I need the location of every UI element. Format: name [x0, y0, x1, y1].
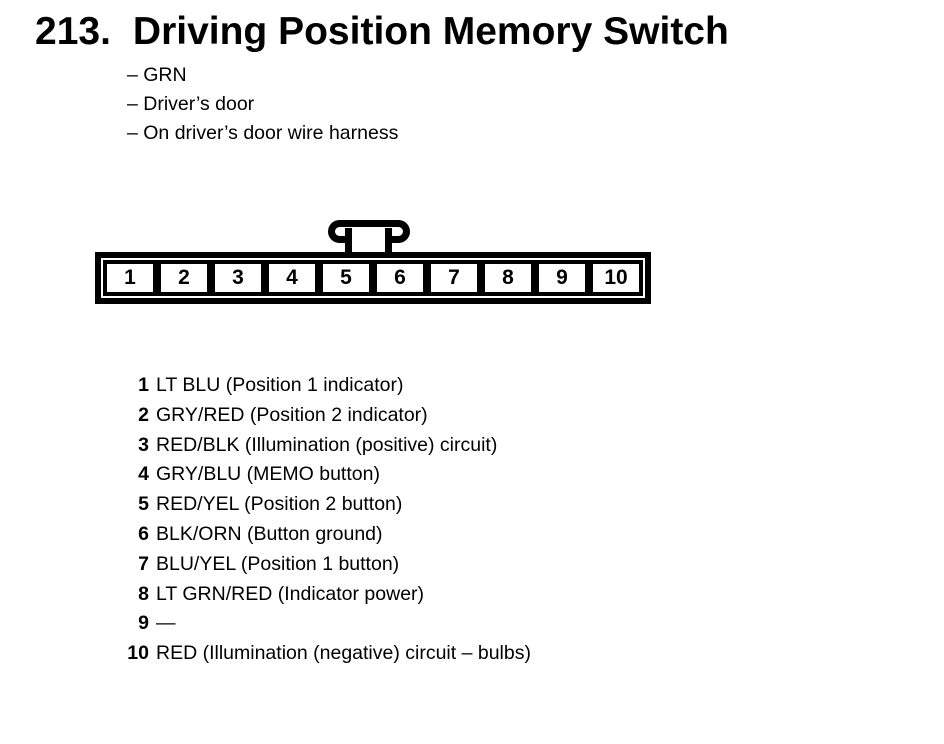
pin-description: RED/YEL (Position 2 button) — [156, 493, 403, 516]
connector-pin-9: 9 — [535, 260, 589, 296]
pin-number: 6 — [138, 522, 149, 545]
pin-number: 9 — [138, 612, 149, 635]
pin-description: GRY/BLU (MEMO button) — [156, 463, 380, 486]
note-line: – GRN — [127, 64, 187, 86]
connector-lock-tab-icon — [328, 220, 410, 252]
pin-number: 7 — [138, 552, 149, 575]
pin-number: 1 — [138, 374, 149, 396]
pin-description-list: 1 LT BLU (Position 1 indicator) 2 GRY/RED … — [125, 371, 531, 669]
pin-row: 2 GRY/RED (Position 2 indicator) — [125, 401, 531, 431]
pin-description: BLK/ORN (Button ground) — [156, 522, 383, 545]
pin-row: 3 RED/BLK (Illumination (positive) circui… — [125, 431, 531, 461]
note-line: – Driver’s door — [127, 93, 255, 115]
pin-row: 1 LT BLU (Position 1 indicator) — [125, 371, 531, 401]
pin-row: 6 BLK/ORN (Button ground) — [125, 520, 531, 550]
connector-pin-2: 2 — [157, 260, 211, 296]
pin-row: 4 GRY/BLU (MEMO button) — [125, 460, 531, 490]
pin-row: 5 RED/YEL (Position 2 button) — [125, 490, 531, 520]
connector-pin-3: 3 — [211, 260, 265, 296]
pin-row: 7 BLU/YEL (Position 1 button) — [125, 550, 531, 580]
connector-pin-1: 1 — [103, 260, 157, 296]
note-line: – On driver’s door wire harness — [127, 122, 399, 144]
section-title: Driving Position Memory Switch — [132, 10, 729, 53]
pin-description: GRY/RED (Position 2 indicator) — [156, 403, 428, 426]
connector-pin-6: 6 — [373, 260, 427, 296]
pin-number: 4 — [138, 463, 149, 486]
connector-pin-8: 8 — [481, 260, 535, 296]
pin-description: LT GRN/RED (Indicator power) — [156, 582, 425, 605]
section-number: 213. — [35, 10, 111, 53]
connector-pin-7: 7 — [427, 260, 481, 296]
pin-description: LT BLU (Position 1 indicator) — [156, 374, 404, 396]
pin-number: 10 — [127, 642, 149, 665]
connector-diagram: 1 2 3 4 5 6 7 8 9 10 — [95, 252, 651, 304]
pin-number: 5 — [138, 493, 149, 516]
connector-pin-4: 4 — [265, 260, 319, 296]
note-list: – GRN – Driver’s door – On driver’s door… — [127, 61, 398, 148]
pin-row: 10 RED (Illumination (negative) circuit –… — [125, 639, 531, 669]
connector-pin-10: 10 — [589, 260, 643, 296]
page-title: 213. Driving Position Memory Switch — [35, 10, 729, 54]
pin-description: — — [156, 612, 176, 635]
pin-description: RED (Illumination (negative) circuit – b… — [156, 642, 531, 665]
pin-description: RED/BLK (Illumination (positive) circuit… — [156, 433, 498, 456]
pin-row: 9— — [125, 609, 531, 639]
pin-number: 3 — [138, 433, 149, 456]
pin-number: 8 — [138, 582, 149, 605]
pin-row: 8 LT GRN/RED (Indicator power) — [125, 580, 531, 610]
connector-pin-5: 5 — [319, 260, 373, 296]
pin-number: 2 — [138, 403, 149, 426]
pin-description: BLU/YEL (Position 1 button) — [156, 552, 400, 575]
